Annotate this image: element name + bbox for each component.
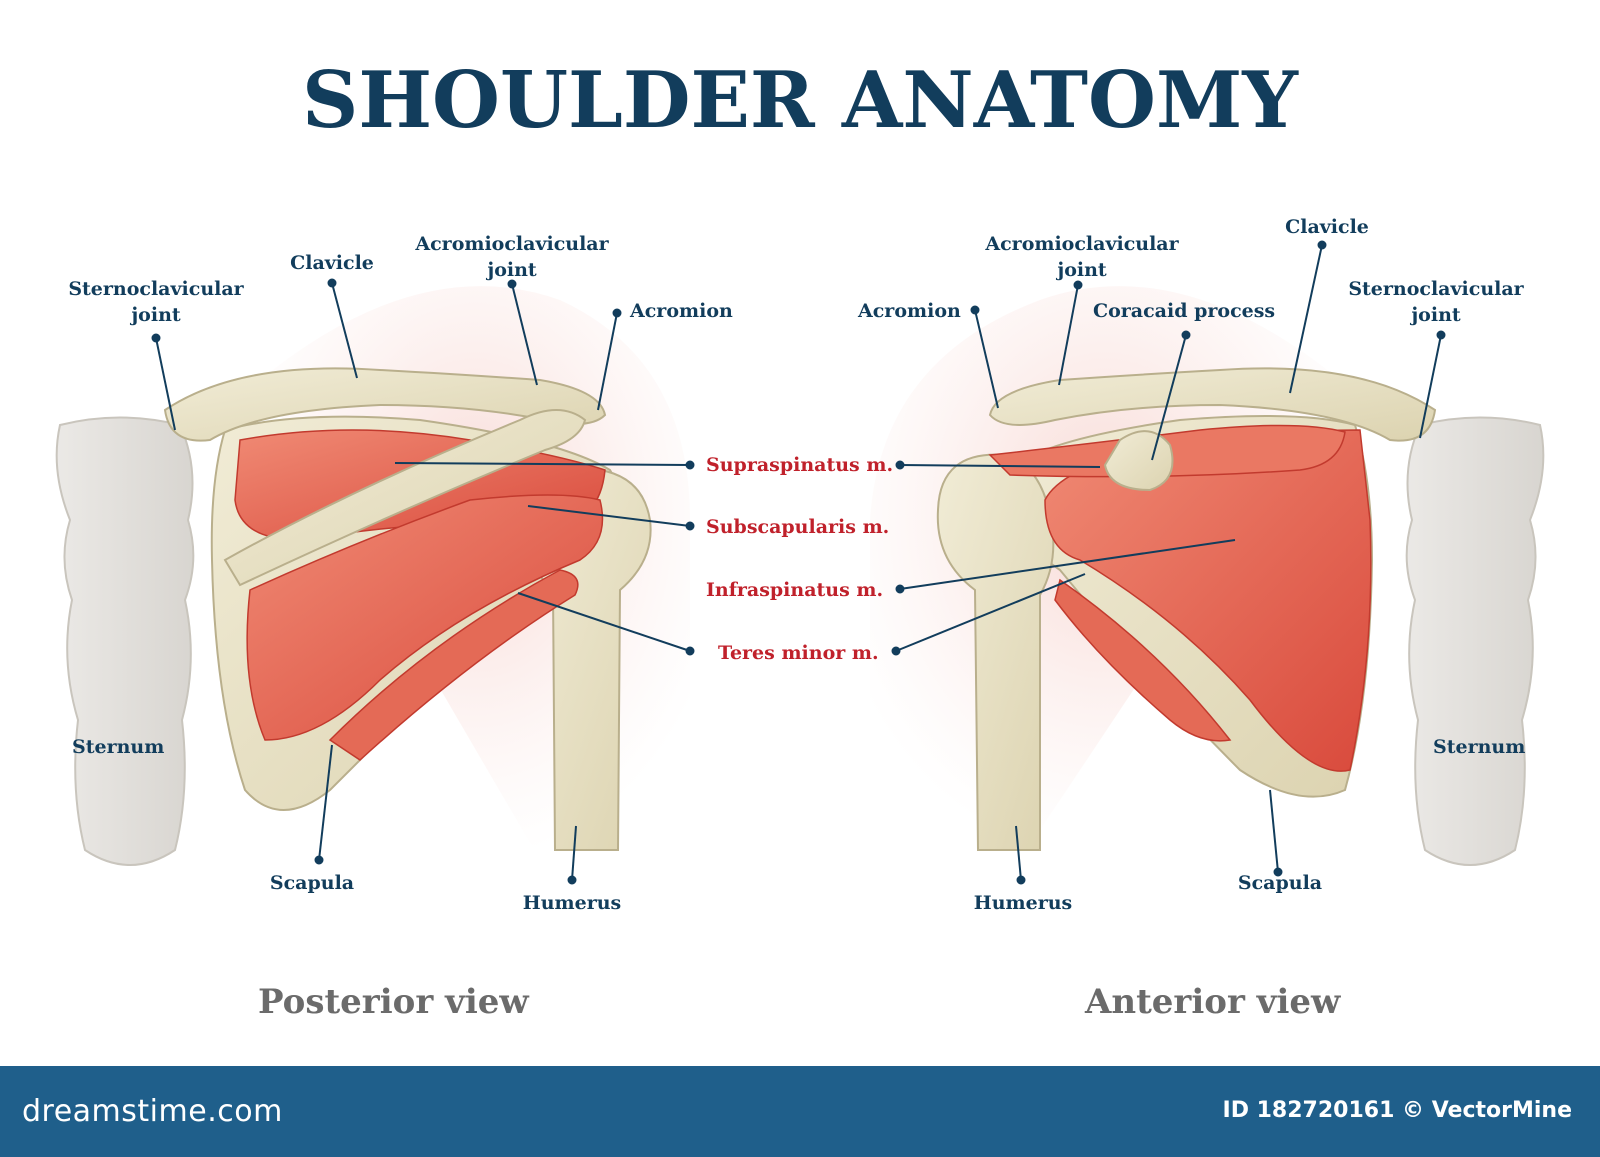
label-sternum-posterior: Sternum [72,736,165,758]
label-supraspinatus: Supraspinatus m. [706,454,894,476]
scapular-spine-left [223,409,587,587]
clavicle-right [988,367,1437,442]
label-infraspinatus: Infraspinatus m. [706,579,884,601]
label-scapula-posterior: Scapula [269,872,355,894]
teres-minor-muscle-left [328,569,579,761]
teres-minor-muscle-right [1054,578,1232,742]
sternum-left [55,416,195,866]
label-teres-minor: Teres minor m. [718,642,879,664]
humerus-right [936,453,1055,851]
label-subscapularis: Subscapularis m. [706,516,890,538]
label-humerus-posterior: Humerus [522,892,622,914]
image-credit: ID 182720161 © VectorMine [1222,1098,1572,1123]
label-sternoclavicular-joint-posterior: Sternoclavicular joint [68,278,244,326]
label-coracoid-process: Coracaid process [1093,300,1276,322]
posterior-view-art [55,367,652,866]
leader-lines [151,240,1446,885]
label-clavicle-anterior: Clavicle [1285,216,1369,238]
sternum-right [1405,416,1545,866]
label-scapula-anterior: Scapula [1237,872,1323,894]
label-acromion-posterior: Acromion [630,300,733,322]
shoulder-illustration [55,240,1545,885]
label-sternum-anterior: Sternum [1433,736,1526,758]
infraspinatus-muscle-left [246,494,604,741]
label-acromion-anterior: Acromion [858,300,961,322]
label-clavicle-posterior: Clavicle [290,252,374,274]
label-acromioclavicular-joint-anterior: Acromioclavicular joint [985,233,1179,281]
posterior-view-caption: Posterior view [258,982,529,1022]
clavicle-left [163,367,607,442]
brand-link[interactable]: dreamstime.com [22,1094,283,1129]
label-acromioclavicular-joint-posterior: Acromioclavicular joint [415,233,609,281]
label-humerus-anterior: Humerus [973,892,1073,914]
anterior-view-caption: Anterior view [1085,982,1341,1022]
anterior-view-art [936,367,1545,866]
label-sternoclavicular-joint-anterior: Sternoclavicular joint [1348,278,1524,326]
page-title: SHOULDER ANATOMY [302,55,1298,146]
footer-bar: dreamstime.com ID 182720161 © VectorMine [0,1066,1600,1157]
